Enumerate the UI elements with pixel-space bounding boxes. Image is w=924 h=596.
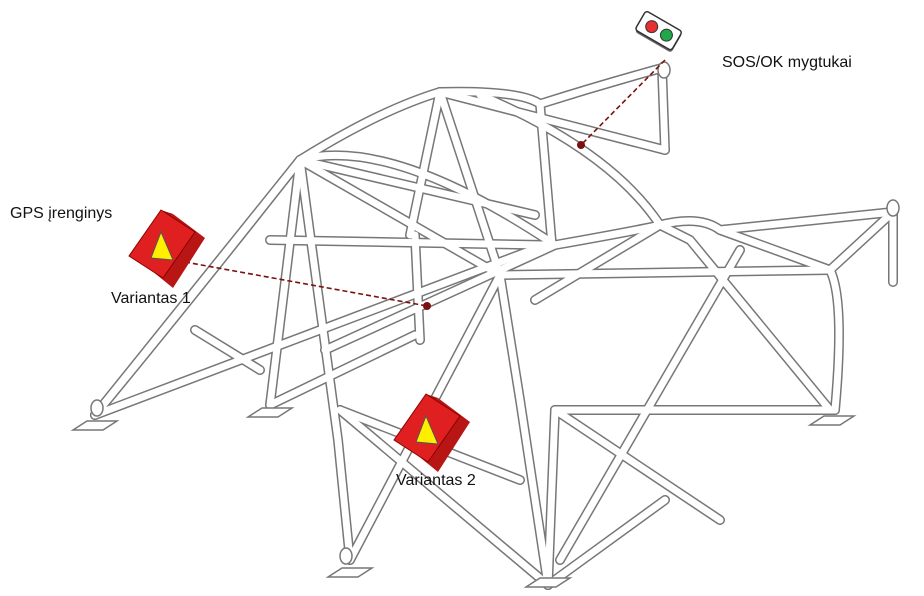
roll-cage xyxy=(90,63,898,590)
gps-device-variant1-icon xyxy=(128,209,205,288)
gps-device-label: GPS įrenginys xyxy=(10,205,113,222)
cage-tube xyxy=(336,406,552,589)
cage-tube xyxy=(436,88,669,154)
cage-tube xyxy=(296,156,354,564)
cage-tube xyxy=(406,88,444,239)
cage-tube xyxy=(266,331,419,409)
cage-tube xyxy=(266,156,304,409)
sos-leader-line xyxy=(580,59,666,146)
variant1-label: Variantas 1 xyxy=(111,290,191,307)
gps-device-variant2-icon xyxy=(393,393,470,472)
mounting-plate xyxy=(70,420,120,431)
cage-tube xyxy=(536,64,666,108)
cage-tube xyxy=(91,156,304,419)
tube-end-cap xyxy=(90,399,104,417)
mounting-plate xyxy=(245,407,295,418)
cage-tube xyxy=(826,266,843,414)
cage-tube xyxy=(544,406,559,589)
mounting-plate xyxy=(807,415,857,426)
cage-tube xyxy=(531,221,664,304)
tube-end-cap xyxy=(657,61,671,79)
mounting-feet xyxy=(70,61,900,588)
gps-anchor-dot xyxy=(423,302,431,310)
cage-tube xyxy=(411,231,424,344)
gps-leader-line xyxy=(184,261,428,307)
sos-ok-panel-icon xyxy=(635,10,682,52)
cage-tube xyxy=(436,88,544,108)
cage-tube xyxy=(551,221,664,249)
mounting-plate xyxy=(325,567,375,578)
cage-tube xyxy=(266,236,549,249)
tube-end-cap xyxy=(886,199,900,217)
ok-button-icon xyxy=(659,28,673,42)
cage-tube xyxy=(321,241,559,354)
variant2-label: Variantas 2 xyxy=(396,472,476,489)
cage-tube xyxy=(551,406,724,524)
tube-end-cap xyxy=(339,547,353,565)
mounting-plate xyxy=(523,577,573,588)
sos-anchor-dot xyxy=(577,141,585,149)
sos-button-icon xyxy=(645,20,659,34)
cage-tube xyxy=(496,266,834,279)
cage-tube xyxy=(658,64,669,154)
sos-ok-buttons-label: SOS/OK mygtukai xyxy=(722,54,852,71)
cage-tube xyxy=(556,246,744,564)
cage-tube xyxy=(296,88,444,164)
cage-tube xyxy=(296,151,559,249)
cage-tube xyxy=(536,100,556,249)
cage-tube xyxy=(296,156,504,279)
cage-tube xyxy=(544,496,669,589)
cage-tube xyxy=(91,241,549,419)
cage-tube xyxy=(191,326,264,374)
cage-tube xyxy=(826,208,897,274)
cage-tube xyxy=(656,221,834,414)
cage-tube xyxy=(496,271,552,589)
cage-tube xyxy=(476,91,664,229)
cage-tube xyxy=(716,208,897,234)
